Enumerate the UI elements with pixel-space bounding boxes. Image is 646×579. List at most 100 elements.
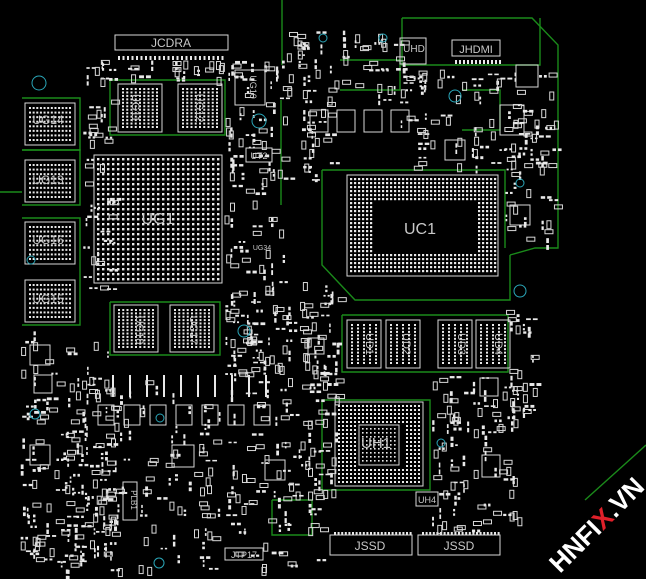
smd-pad <box>151 66 154 71</box>
ball-pad <box>182 325 185 328</box>
pin-pad <box>443 532 446 535</box>
uh1-core <box>358 424 400 466</box>
ball-pad <box>378 405 380 407</box>
ball-pad <box>494 178 497 181</box>
ball-pad <box>442 254 445 257</box>
smd-pad <box>33 376 36 381</box>
ball-pad <box>69 177 71 180</box>
ball-pad <box>458 178 461 181</box>
smd-pad <box>288 321 293 324</box>
smd-part <box>263 360 267 371</box>
ball-pad <box>32 134 35 137</box>
ball-pad <box>203 332 206 335</box>
ball-pad <box>357 362 359 364</box>
smd-pad <box>74 527 78 533</box>
ball-pad <box>157 258 160 261</box>
smd-pad <box>86 451 88 455</box>
smd-outline <box>258 351 264 361</box>
ball-pad <box>212 218 215 221</box>
ball-pad <box>69 139 71 141</box>
ball-pad <box>494 246 497 249</box>
smd-part <box>225 311 231 321</box>
smd-pad <box>69 476 72 479</box>
ball-pad <box>402 417 404 419</box>
ball-pad <box>137 233 140 236</box>
smd-outline <box>320 527 330 533</box>
smd-pad <box>314 350 317 354</box>
smd-pad <box>92 383 96 386</box>
ud2-chip <box>385 319 421 369</box>
smd-pad <box>228 499 232 504</box>
smd-pad <box>183 513 187 517</box>
smd-part <box>204 528 207 536</box>
ball-pad <box>398 190 401 193</box>
ball-pad <box>195 309 198 311</box>
ball-pad <box>152 309 154 311</box>
smd-pad <box>451 75 455 79</box>
smd-part <box>67 524 78 527</box>
smd-part <box>454 495 457 506</box>
smd-part <box>274 364 280 374</box>
smd-part <box>288 483 300 486</box>
smd-part <box>408 119 419 122</box>
ball-pad <box>494 198 497 201</box>
ball-pad <box>350 206 353 209</box>
ball-pad <box>354 469 356 471</box>
smd-pad <box>34 405 37 409</box>
smd-part <box>93 445 102 449</box>
smd-outline <box>100 78 106 88</box>
ball-pad <box>362 262 365 265</box>
ball-pad <box>398 421 400 423</box>
smd-pad <box>72 430 78 433</box>
smd-part <box>168 478 171 486</box>
ball-pad <box>378 460 380 462</box>
ball-pad <box>375 348 377 351</box>
smd-pad <box>329 70 332 74</box>
ball-pad <box>39 239 42 242</box>
ball-pad <box>207 243 210 246</box>
ball-pad <box>118 339 120 342</box>
smd-outline <box>238 290 248 296</box>
pin-pad <box>185 56 188 60</box>
smd-pad <box>402 62 406 67</box>
smd-pad <box>20 464 24 470</box>
ball-pad <box>362 481 364 483</box>
ball-pad <box>197 173 200 176</box>
smd-outline <box>281 442 291 448</box>
smd-pad <box>124 491 128 494</box>
ball-pad <box>375 334 377 337</box>
smd-part <box>327 383 339 386</box>
smd-part <box>242 78 255 81</box>
ball-pad <box>134 122 137 125</box>
ball-pad <box>402 355 404 358</box>
ball-pad <box>147 339 150 342</box>
ball-pad <box>199 126 201 128</box>
ball-pad <box>363 327 365 330</box>
ball-pad <box>450 194 453 197</box>
pin-pad <box>425 532 428 535</box>
ball-pad <box>466 337 468 340</box>
smd-pad <box>271 281 274 286</box>
ball-pad <box>408 344 410 347</box>
ball-pad <box>207 218 210 221</box>
ball-pad <box>408 324 410 326</box>
ball-pad <box>157 233 160 236</box>
ball-pad <box>107 233 110 236</box>
ball-pad <box>382 481 384 483</box>
mosfet-outline <box>309 109 329 133</box>
ball-pad <box>357 341 359 344</box>
uh1-bga-outline <box>334 401 424 487</box>
smd-pad <box>281 327 286 330</box>
smd-part <box>111 531 121 537</box>
smd-part <box>275 69 278 82</box>
ball-pad <box>442 324 444 326</box>
smd-outline <box>509 512 515 522</box>
smd-pad <box>87 371 89 375</box>
ball-pad <box>122 335 125 338</box>
ball-pad <box>354 222 357 225</box>
ball-pad <box>434 178 437 181</box>
ball-pad <box>494 258 497 261</box>
ball-pad <box>162 188 165 191</box>
smd-part <box>105 451 108 461</box>
smd-part <box>115 488 125 494</box>
